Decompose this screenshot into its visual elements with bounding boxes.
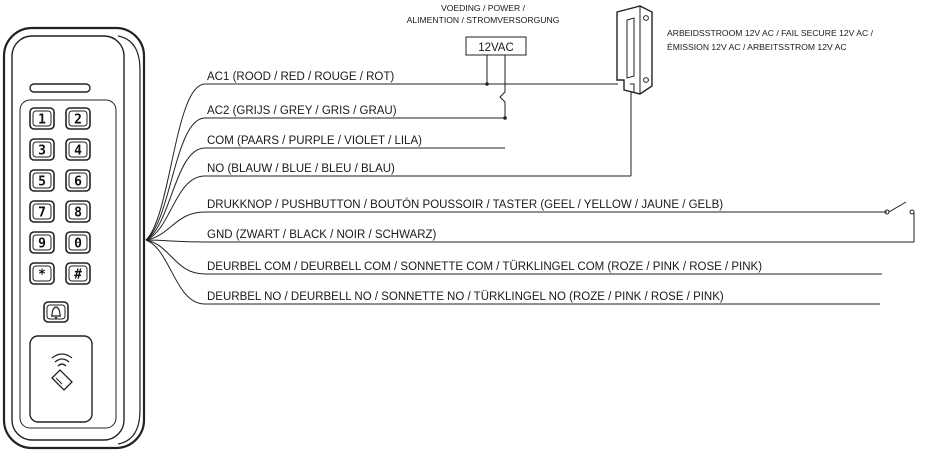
key-label: 0	[74, 237, 82, 252]
wire-label: AC1 (ROOD / RED / ROUGE / ROT)	[207, 71, 394, 83]
wire-label: DRUKKNOP / PUSHBUTTON / BOUTÓN POUSSOIR …	[207, 198, 723, 211]
key-star: *	[29, 262, 55, 285]
keypad-face	[11, 35, 125, 441]
power-caption-line1: VOEDING / POWER /	[441, 3, 526, 13]
power-lead-ac2	[499, 55, 506, 118]
voltage-box	[465, 36, 527, 56]
key-label: 8	[74, 206, 82, 221]
keypad-device: 1 2 3 4 5 6 7 8 9 0 * #	[2, 26, 146, 450]
fan-wire-1	[145, 117, 206, 241]
key-label: *	[38, 268, 46, 283]
lock-caption-line2: ÉMISSION 12V AC / ARBEITSSTROM 12V AC	[667, 42, 847, 52]
power-caption-line2: ALIMENTION / STROMVERSORGUNG	[407, 15, 560, 25]
key-1: 1	[29, 107, 55, 130]
wire-fan	[145, 83, 206, 305]
wire-label: NO (BLAUW / BLUE / BLEU / BLAU)	[207, 163, 395, 175]
wire-label: AC2 (GRIJS / GREY / GRIS / GRAU)	[207, 105, 397, 117]
key-label: 3	[38, 144, 46, 159]
fan-wire-7	[145, 239, 206, 305]
wire-labels: AC1 (ROOD / RED / ROUGE / ROT) AC2 (GRIJS…	[205, 71, 914, 305]
key-5: 5	[29, 169, 55, 192]
keypad-side-edge	[117, 35, 141, 445]
doorbell-button	[43, 301, 69, 323]
rfid-card-icon	[51, 353, 73, 391]
voltage-label: 12VAC	[478, 42, 514, 54]
wire-label: COM (PAARS / PURPLE / VIOLET / LILA)	[207, 135, 422, 147]
switch-lever	[888, 201, 907, 213]
electric-strike-lock: ARBEIDSSTROOM 12V AC / FAIL SECURE 12V A…	[616, 5, 874, 176]
wire-label: DEURBEL NO / DEURBELL NO / SONNETTE NO /…	[207, 291, 724, 303]
fan-wire-5	[145, 239, 206, 243]
key-label: 2	[74, 113, 82, 128]
key-label: 5	[38, 175, 46, 190]
key-label: 4	[74, 144, 82, 159]
key-label: #	[74, 268, 82, 283]
pushbutton-switch	[884, 201, 915, 242]
bell-icon	[51, 306, 61, 319]
switch-contact-right	[909, 209, 915, 215]
fan-wire-6	[145, 239, 206, 275]
wire-label: DEURBEL COM / DEURBELL COM / SONNETTE CO…	[207, 261, 762, 273]
key-7: 7	[29, 200, 55, 223]
lock-caption-line1: ARBEIDSSTROOM 12V AC / FAIL SECURE 12V A…	[667, 28, 874, 38]
keypad-inset-panel	[19, 99, 117, 429]
key-label: 1	[38, 113, 46, 128]
keypad-housing	[2, 26, 146, 450]
led-indicator	[29, 83, 91, 93]
key-3: 3	[29, 138, 55, 161]
fan-wire-2	[145, 147, 206, 241]
key-0: 0	[65, 231, 91, 254]
key-8: 8	[65, 200, 91, 223]
rfid-reader-area	[29, 335, 93, 423]
fan-wire-3	[145, 175, 206, 241]
key-4: 4	[65, 138, 91, 161]
key-9: 9	[29, 231, 55, 254]
fan-wire-4	[145, 211, 206, 241]
key-label: 7	[38, 206, 46, 221]
key-label: 6	[74, 175, 82, 190]
key-label: 9	[38, 237, 46, 252]
fan-wire-0	[145, 83, 206, 241]
key-2: 2	[65, 107, 91, 130]
wire-label: GND (ZWART / BLACK / NOIR / SCHWARZ)	[207, 229, 437, 241]
key-hash: #	[65, 262, 91, 285]
power-supply: VOEDING / POWER / ALIMENTION / STROMVERS…	[407, 3, 560, 120]
key-grid: 1 2 3 4 5 6 7 8 9 0 * #	[29, 107, 91, 285]
key-6: 6	[65, 169, 91, 192]
